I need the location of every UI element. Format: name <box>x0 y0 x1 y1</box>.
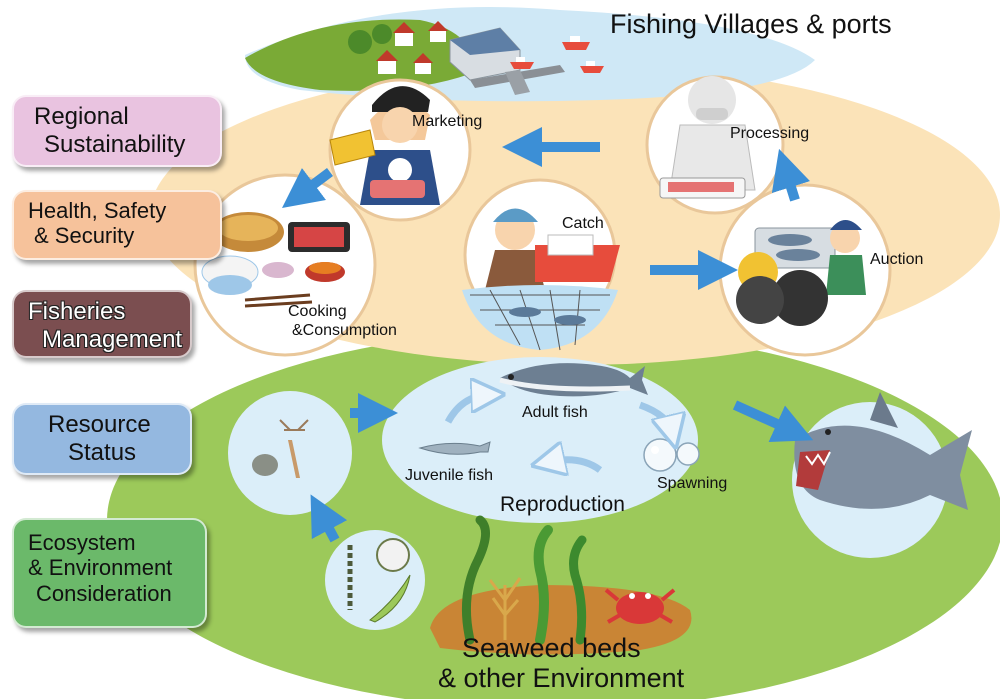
cooking-line-1: Cooking <box>288 303 347 320</box>
processing-circle <box>645 75 785 215</box>
resource-status-label: Resource Status <box>12 403 192 475</box>
cycle-arrow-2 <box>638 401 672 432</box>
auction-circle <box>718 183 892 357</box>
seaweed-bed <box>430 515 692 655</box>
shark-circle <box>792 392 972 558</box>
arrow-auction-to-processing <box>771 148 811 202</box>
marketing-label: Marketing <box>412 113 483 130</box>
reproduction-pond <box>382 357 698 523</box>
regional-sustainability-label: Regional Sustainability <box>12 95 222 167</box>
health-safety-security-label: Health, Safety & Security <box>12 190 222 260</box>
spawning-label: Spawning <box>657 475 728 492</box>
processing-label: Processing <box>730 125 810 142</box>
cooking-label: Cooking &Consumption <box>284 302 397 340</box>
cycle-arrow-1 <box>444 395 488 424</box>
ecosystem-environment-label: Ecosystem & Environment Consideration <box>12 518 207 628</box>
ecosystem-line-1: Ecosystem <box>28 530 136 555</box>
juvenile-fish-label: Juvenile fish <box>405 467 494 484</box>
reproduction-label: Reproduction <box>500 493 625 516</box>
regional-line-2: Sustainability <box>44 130 186 158</box>
fisheries-line-2: Management <box>42 325 183 353</box>
health-line-2: & Security <box>34 223 135 249</box>
seaweed-environment-label: Seaweed beds & other Environment <box>438 633 684 693</box>
adult-fish-label: Adult fish <box>522 404 588 421</box>
adult-fish-image <box>499 363 648 397</box>
fisheries-line-1: Fisheries <box>28 298 126 325</box>
cooking-circle <box>193 173 377 357</box>
ecosystem-line-3: Consideration <box>36 580 172 606</box>
catch-circle <box>462 178 620 351</box>
arrow-phytoplankton-to-plankton <box>310 494 348 543</box>
cycle-arrow-3 <box>548 460 603 470</box>
marketing-circle <box>328 78 472 222</box>
page-title: Fishing Villages & ports <box>610 9 892 39</box>
fisheries-management-label: Fisheries Management <box>12 290 192 358</box>
plankton-circle <box>228 391 352 515</box>
health-line-1: Health, Safety <box>28 198 167 223</box>
cooking-line-2: &Consumption <box>292 322 397 340</box>
fishing-village-landscape <box>245 7 815 102</box>
catch-label: Catch <box>562 215 604 232</box>
regional-line-1: Regional <box>34 103 129 130</box>
seaweed-line-1: Seaweed beds <box>462 633 641 663</box>
arrow-pond-to-shark <box>732 400 814 443</box>
resource-line-1: Resource <box>48 411 151 438</box>
arrow-marketing-to-cooking <box>282 168 333 208</box>
auction-label: Auction <box>870 251 924 268</box>
phytoplankton-circle <box>325 530 425 630</box>
juvenile-fish-image <box>418 441 491 455</box>
resource-line-2: Status <box>68 438 137 466</box>
ecosystem-line-2: & Environment <box>28 555 173 581</box>
seaweed-line-2: & other Environment <box>438 663 685 694</box>
